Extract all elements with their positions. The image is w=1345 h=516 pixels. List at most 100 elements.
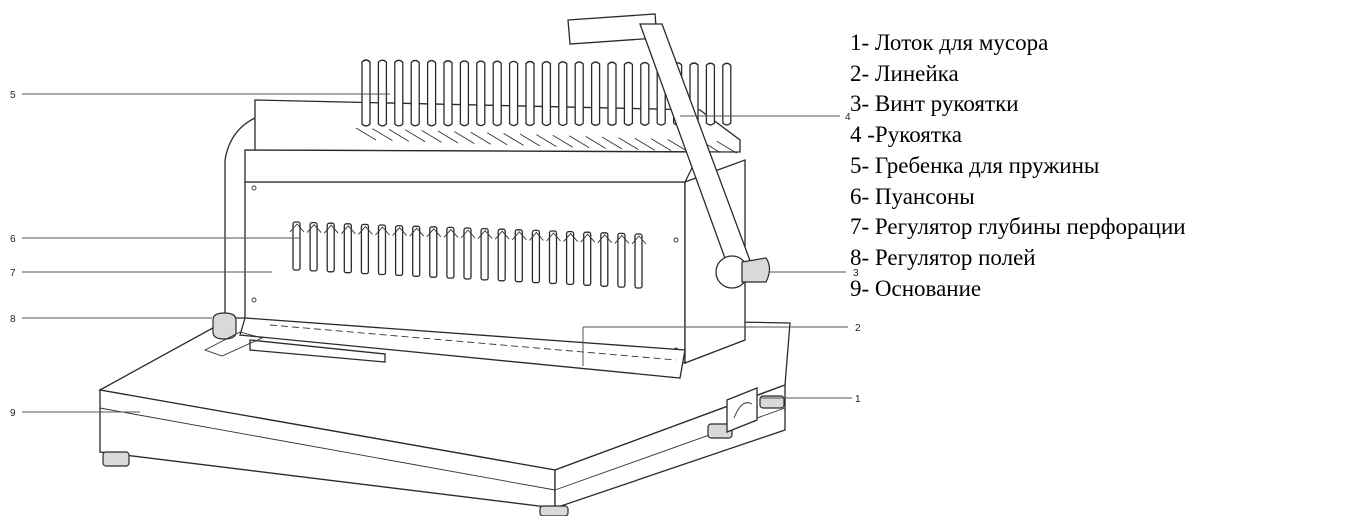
binding-machine-drawing <box>98 13 791 516</box>
punch-tooth <box>631 235 647 245</box>
punch-pin <box>497 228 506 282</box>
punch-pin <box>292 221 301 271</box>
comb-slot <box>618 137 639 150</box>
comb-slot <box>634 137 656 151</box>
punch-tooth <box>443 228 459 238</box>
punch-pin <box>326 222 335 273</box>
punch-pin <box>360 223 370 275</box>
punch-pin <box>600 232 609 287</box>
punch-tooth <box>494 230 510 240</box>
comb-slot <box>421 130 442 143</box>
body-upper-front <box>244 149 702 183</box>
comb-finger <box>492 60 502 127</box>
comb-slot <box>650 138 672 152</box>
callout-8: 8 <box>10 314 16 325</box>
punch-tooth <box>597 234 613 244</box>
comb-slot <box>355 127 377 141</box>
callout-9: 9 <box>10 408 16 419</box>
comb-finger <box>377 59 388 127</box>
base-foot-left <box>102 451 130 467</box>
base-foot-front <box>539 505 569 516</box>
comb-slot <box>470 131 492 145</box>
comb-slot <box>585 136 606 149</box>
comb-slot <box>552 134 574 148</box>
comb-finger <box>590 61 601 126</box>
callout-2: 2 <box>855 323 861 334</box>
punch-pin <box>446 226 455 279</box>
margin-slot <box>249 339 386 363</box>
legend-item-2: 2- Линейка <box>850 60 959 86</box>
punch-tooth <box>409 227 425 237</box>
legend-item-9: 9- Основание <box>850 275 982 301</box>
punch-tooth <box>563 232 578 242</box>
comb-finger <box>426 59 437 127</box>
comb-finger <box>722 62 732 126</box>
comb-finger <box>640 61 650 126</box>
base-foot-right <box>707 423 733 439</box>
comb-finger <box>574 61 584 126</box>
comb-finger <box>508 60 519 127</box>
punch-pin <box>583 231 592 286</box>
callout-6: 6 <box>10 234 16 245</box>
punch-pin <box>531 229 541 284</box>
comb-slot <box>437 130 459 144</box>
comb-slot <box>388 128 410 142</box>
legend-item-6: 6- Пуансоны <box>850 183 975 209</box>
punch-pin <box>412 225 421 277</box>
legend-item-7: 7- Регулятор глубины перфорации <box>850 214 1186 240</box>
comb-slot <box>404 129 426 143</box>
legend-item-8: 8- Регулятор полей <box>850 244 1036 270</box>
comb-slot <box>568 135 590 149</box>
body-screw-2 <box>673 237 679 243</box>
body-screw-4 <box>251 297 257 303</box>
punch-tooth <box>323 224 339 234</box>
punch-pin <box>394 224 404 277</box>
punch-tooth <box>460 229 476 239</box>
comb-slot <box>716 140 738 154</box>
handle-screw-knob <box>741 257 771 283</box>
base-front-edge <box>99 407 556 491</box>
ruler-scale-line <box>269 324 677 361</box>
callout-5: 5 <box>10 90 16 101</box>
comb-slot <box>536 134 557 147</box>
body-screw-1 <box>251 185 257 191</box>
binding-comb <box>355 59 738 154</box>
punch-tooth <box>392 226 407 236</box>
punch-tooth <box>614 234 630 244</box>
base-foot-back <box>759 395 785 409</box>
punch-tooth <box>289 223 305 233</box>
waste-tray <box>726 387 758 433</box>
punch-tooth <box>340 225 356 235</box>
punch-tooth <box>375 226 390 236</box>
punch-pin <box>565 230 575 286</box>
legend-item-3: 3- Винт рукоятки <box>850 91 1019 117</box>
margin-control-arm <box>203 331 264 357</box>
legend-item-5: 5- Гребенка для пружины <box>850 152 1100 178</box>
punch-pin <box>377 224 387 276</box>
punch-tooth <box>306 223 322 233</box>
callout-4: 4 <box>845 112 851 123</box>
comb-finger <box>541 61 552 127</box>
comb-slot <box>519 133 541 147</box>
callout-3: 3 <box>853 268 859 279</box>
punch-pin <box>309 221 318 272</box>
callout-layer: 1 2 3 4 5 6 7 8 9 <box>10 90 861 419</box>
punch-tooth <box>426 228 442 238</box>
parts-legend: 1- Лоток для мусора 2- Линейка 3- Винт р… <box>850 28 1186 304</box>
punch-tooth <box>358 225 373 235</box>
comb-slot <box>486 132 508 146</box>
ruler-strip <box>239 317 686 379</box>
waste-tray-grip <box>733 402 753 419</box>
comb-finger <box>623 61 634 126</box>
punch-pins <box>289 221 647 289</box>
legend-item-1: 1- Лоток для мусора <box>850 30 1049 55</box>
punch-tooth <box>511 231 527 241</box>
comb-slot <box>503 133 524 146</box>
comb-slot <box>372 128 393 141</box>
comb-slot <box>601 136 623 150</box>
comb-finger <box>525 60 535 127</box>
margin-control-knob <box>212 312 237 340</box>
punch-tooth <box>580 233 596 243</box>
punch-pin <box>548 230 558 285</box>
comb-finger <box>443 60 453 127</box>
